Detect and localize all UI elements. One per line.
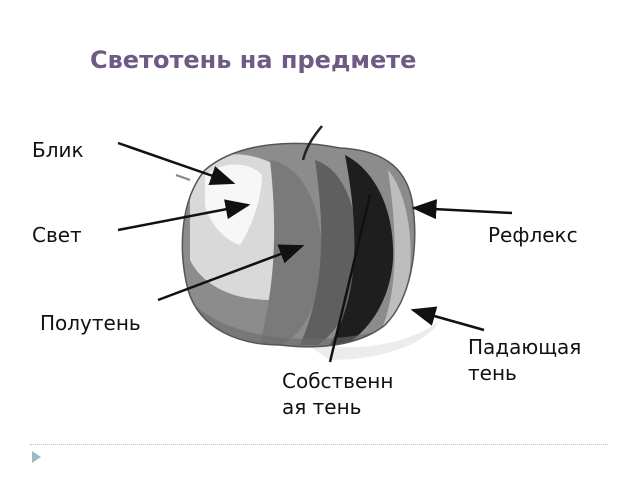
arrow-cast-shadow	[410, 306, 485, 332]
triangle-bullet-icon	[32, 451, 41, 463]
label-halftone: Полутень	[40, 311, 141, 335]
label-cast-shadow-line2: тень	[468, 361, 517, 385]
footer-divider	[30, 444, 608, 445]
cast-shadow-shape	[300, 320, 440, 360]
apple-stem	[301, 125, 323, 161]
arrow-highlight	[117, 141, 236, 186]
label-cast-shadow: Падающая тень	[468, 334, 581, 386]
slide-title: Светотень на предмете	[90, 46, 417, 74]
arrow-light	[117, 199, 251, 232]
label-highlight: Блик	[32, 138, 84, 162]
label-own-shadow-line1: Собственн	[282, 369, 394, 393]
label-cast-shadow-line1: Падающая	[468, 335, 582, 359]
arrow-reflex	[411, 199, 513, 220]
label-own-shadow-line2: ая тень	[282, 395, 362, 419]
label-reflex: Рефлекс	[488, 223, 578, 247]
label-light: Свет	[32, 223, 82, 247]
label-own-shadow: Собственн ая тень	[282, 368, 393, 420]
arrow-halftone	[157, 244, 305, 302]
arrow-own-shadow	[328, 194, 372, 363]
apple-body	[182, 143, 415, 347]
